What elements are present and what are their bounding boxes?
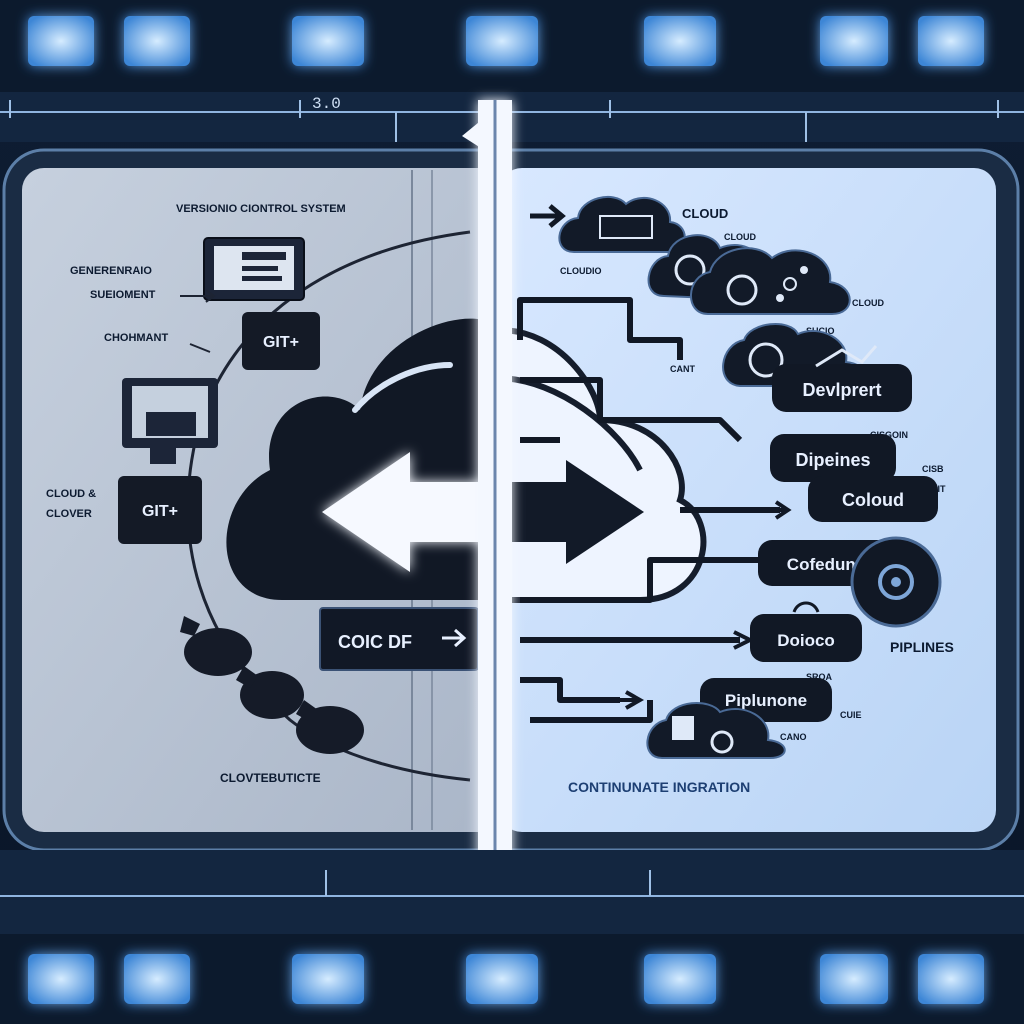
gear-icon (850, 536, 942, 628)
label-cloud: CLOUD & (46, 488, 96, 500)
svg-text:Doioco: Doioco (777, 631, 835, 650)
sprocket-hole (292, 954, 364, 1004)
gear-icon (726, 274, 758, 306)
svg-text:Coloud: Coloud (842, 490, 904, 510)
timeline-counter: 3.0 (312, 95, 341, 113)
code-button[interactable]: COIC DF (319, 607, 479, 671)
label-contribute: CLOVTEBUTICTE (220, 771, 321, 785)
gear-icon (674, 254, 706, 286)
sprocket-hole (918, 16, 984, 66)
monitor-icon (122, 378, 218, 464)
sprocket-hole (466, 16, 538, 66)
sprocket-hole (124, 16, 190, 66)
git-chip-bottom: GIT+ (118, 476, 202, 544)
sprocket-hole (466, 954, 538, 1004)
sprocket-hole (644, 954, 716, 1004)
left-panel-content: VERSIONIO CIONTROL SYSTEM GENERENRAIO SU… (46, 203, 471, 785)
svg-text:Dipeines: Dipeines (795, 450, 870, 470)
chip-pipelines: Dipeines (770, 434, 896, 482)
label-generation: GENERENRAIO (70, 265, 152, 277)
arrow-right-icon (442, 628, 467, 648)
sprocket-hole (124, 954, 190, 1004)
gear-icon (748, 342, 784, 378)
svg-text:GIT+: GIT+ (263, 334, 299, 351)
svg-text:Devlprert: Devlprert (802, 380, 881, 400)
label-clover: CLOVER (46, 508, 92, 520)
svg-text:Cofedune: Cofedune (787, 555, 865, 574)
document-icon (672, 716, 694, 740)
footer-ci: CONTINUNATE INGRATION (568, 779, 750, 795)
sprocket-hole (292, 16, 364, 66)
vcs-title: VERSIONIO CIONTROL SYSTEM (176, 203, 346, 215)
sprocket-hole (28, 954, 94, 1004)
label-cloud: CLOUD (682, 206, 728, 221)
sprocket-hole (644, 16, 716, 66)
svg-text:GIT+: GIT+ (142, 503, 178, 520)
network-icon (783, 277, 797, 291)
svg-text:CANT: CANT (670, 364, 695, 374)
wifi-icon (792, 601, 820, 613)
svg-text:CLOUD: CLOUD (852, 298, 884, 308)
svg-text:Piplunone: Piplunone (725, 691, 807, 710)
label-statement: SUEIOMENT (90, 289, 156, 301)
chip-deploy: Devlprert (772, 364, 912, 412)
svg-text:CISGOIN: CISGOIN (870, 430, 908, 440)
sprocket-hole (820, 954, 888, 1004)
chart-up-icon (815, 345, 878, 368)
chip-docker: Doioco (750, 614, 862, 662)
git-chip-top: GIT+ (242, 312, 320, 370)
arrow-right-icon (510, 460, 644, 564)
svg-text:CANO: CANO (780, 732, 807, 742)
right-panel (500, 168, 996, 832)
svg-text:CUIE: CUIE (840, 710, 862, 720)
sprocket-hole (28, 16, 94, 66)
filmstrip-top (0, 0, 1024, 92)
svg-text:SROA: SROA (806, 672, 833, 682)
center-divider (462, 100, 512, 910)
label-pipelines: PIPLINES (890, 639, 954, 655)
code-button-label: COIC DF (338, 632, 412, 652)
timeline-ruler-bottom (0, 850, 1024, 934)
filmstrip-bottom (0, 934, 1024, 1024)
contributor-blobs (180, 616, 364, 754)
cloud-icon (558, 195, 686, 253)
right-panel-content: CLOUD CLOUD CLOUDIO SUCIO CLOUD CANT CIS… (517, 195, 954, 795)
label-chomant: CHOHMANT (104, 332, 168, 344)
monitor-icon (203, 237, 305, 301)
svg-text:CISB: CISB (922, 464, 944, 474)
sprocket-hole (918, 954, 984, 1004)
sprocket-hole (820, 16, 888, 66)
arrow-left-icon (322, 452, 492, 572)
arrow-right-icon (530, 204, 566, 228)
svg-text:CLOUD: CLOUD (724, 232, 756, 242)
chip-cloud: Coloud (808, 476, 938, 522)
gear-icon (710, 730, 734, 754)
svg-text:CLOUDIO: CLOUDIO (560, 266, 602, 276)
